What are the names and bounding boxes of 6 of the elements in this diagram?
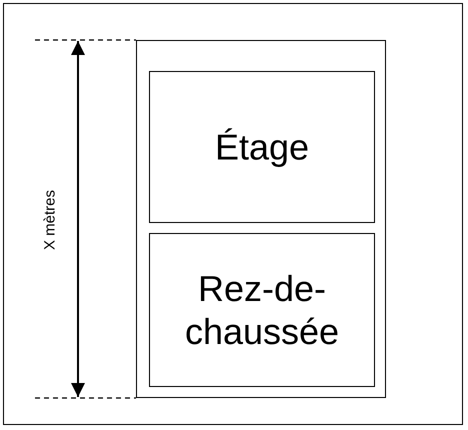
floor-box	[149, 233, 375, 387]
building-outline	[136, 40, 386, 398]
floor-box	[149, 71, 375, 223]
floor-label: Étage	[214, 125, 310, 169]
floor-label: Rez-de-chaussée	[184, 266, 340, 354]
dimension-label: X mètres	[42, 190, 58, 250]
